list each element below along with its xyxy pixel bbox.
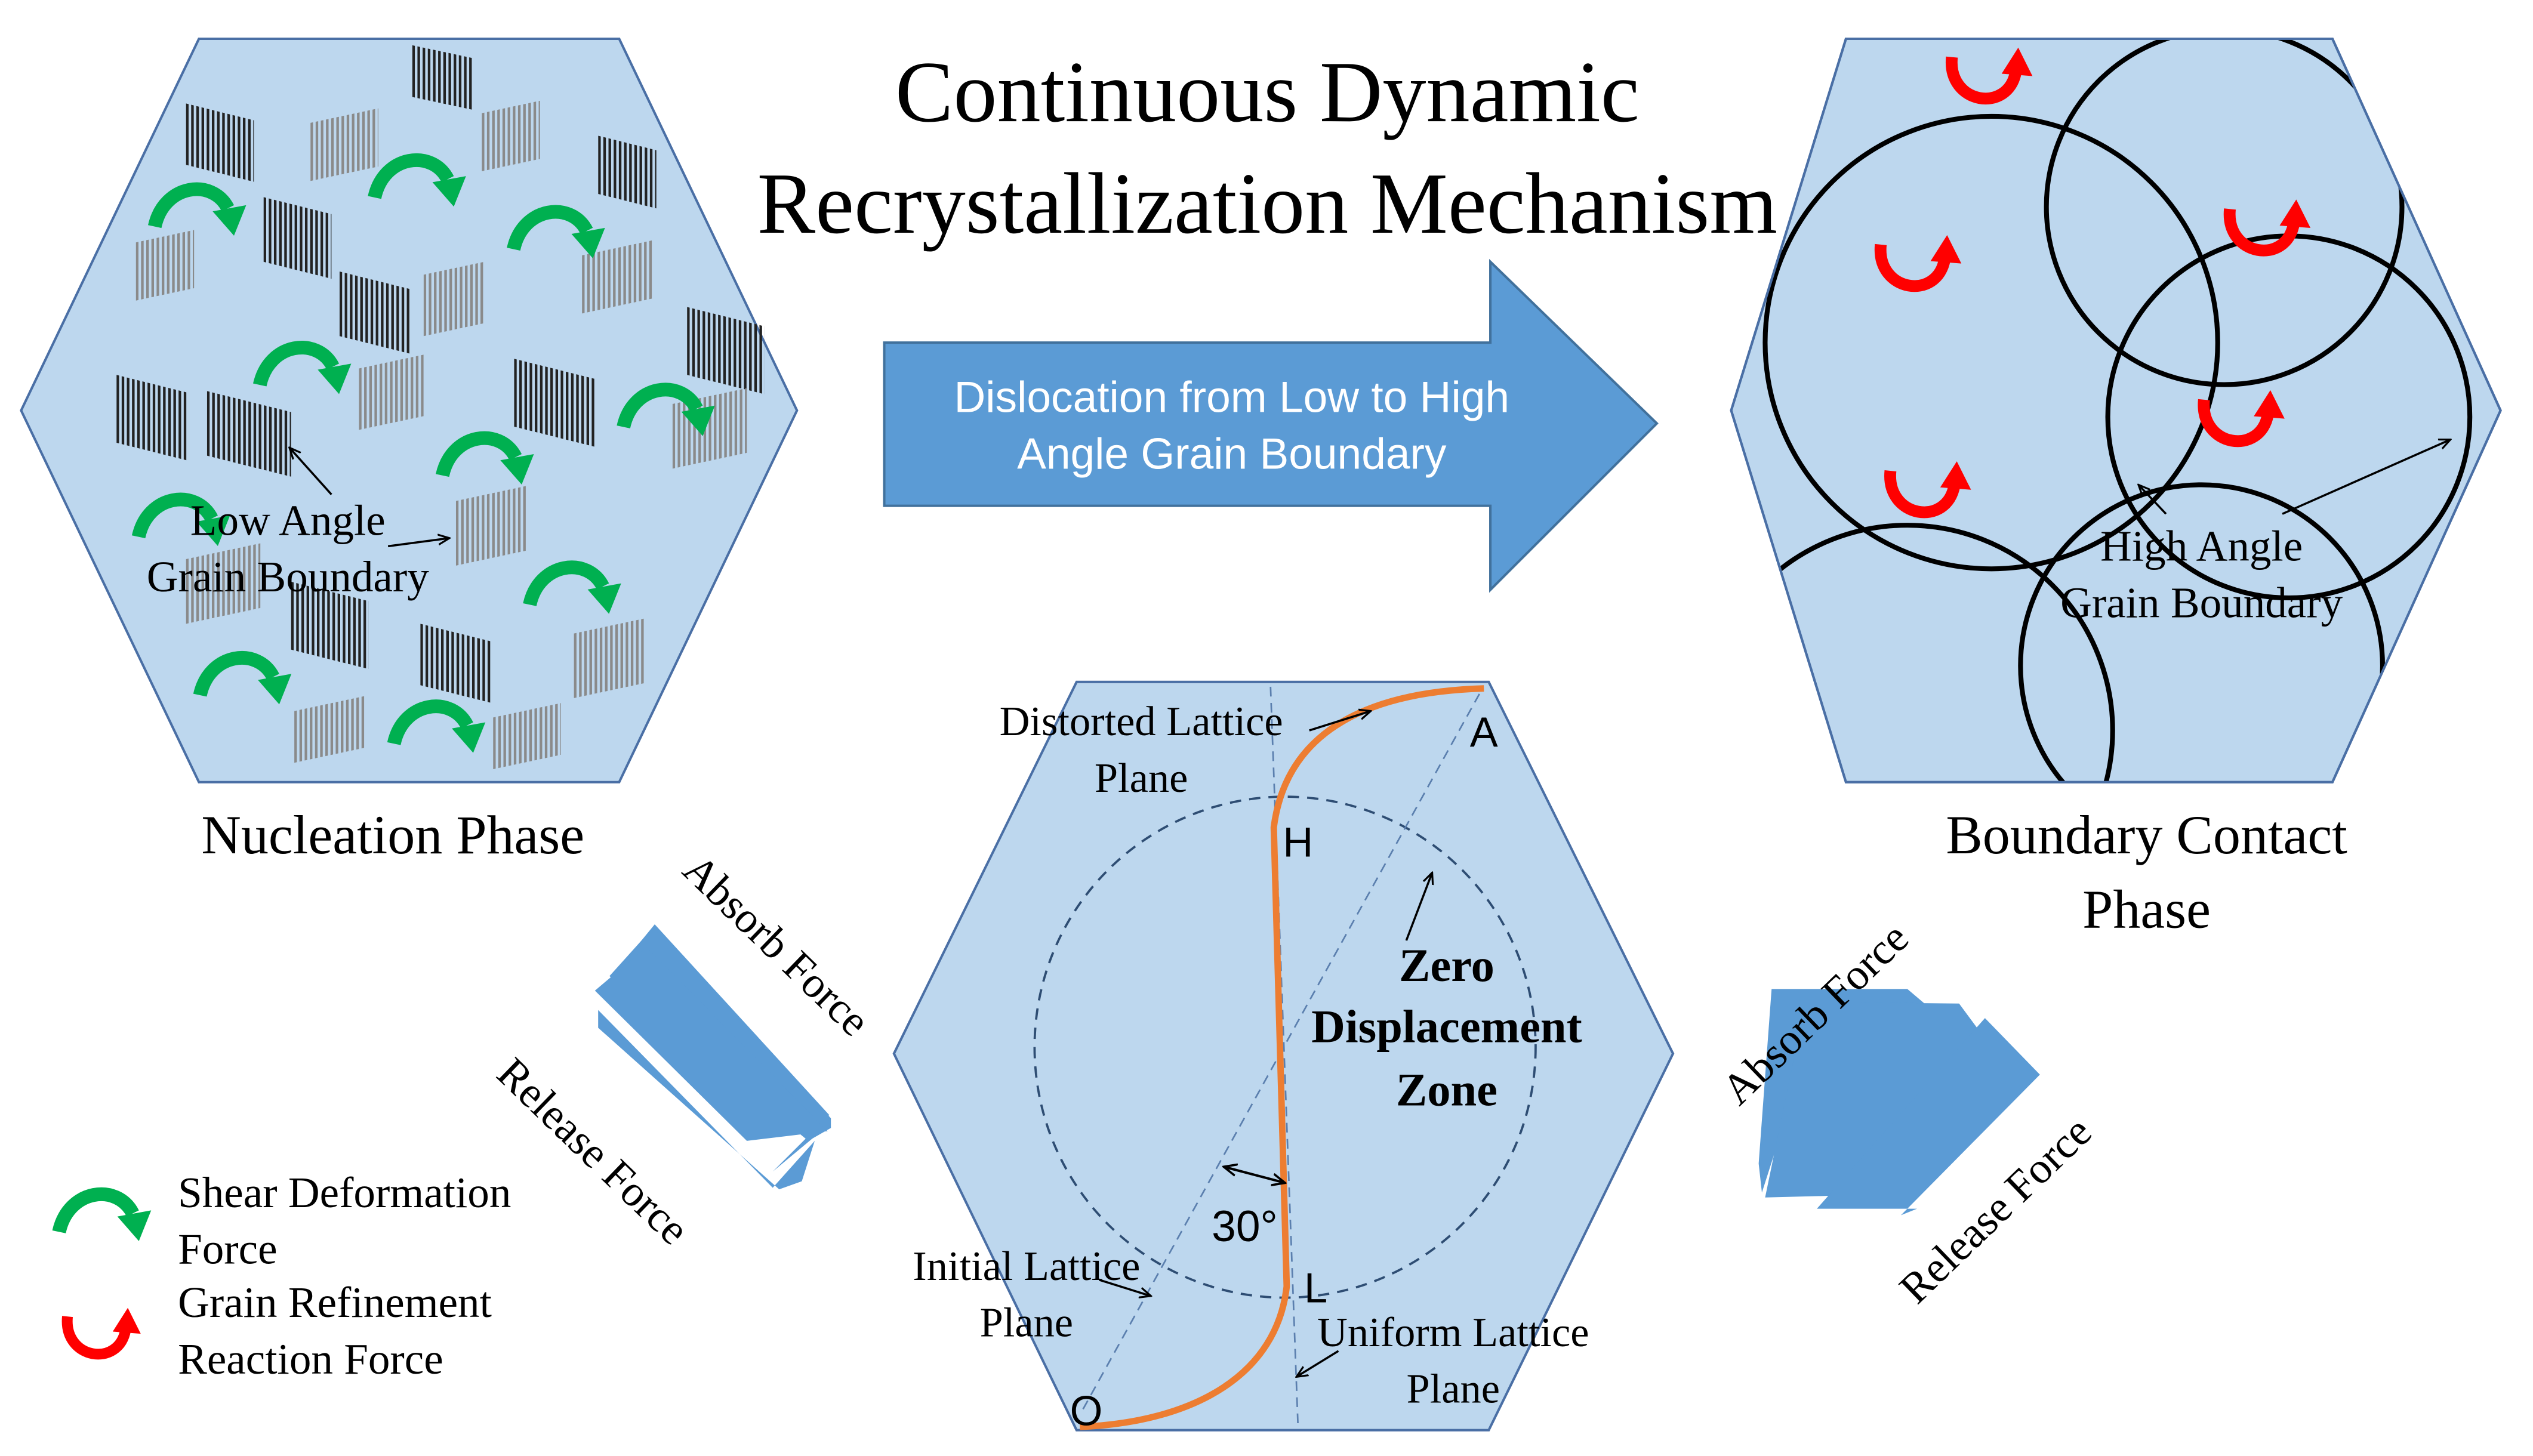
point-a-label: A [1470,708,1498,755]
grain-block [207,391,291,477]
grain-block [482,100,540,172]
legend: Shear Deformation Force Grain Refinement… [59,1168,511,1383]
grain-block [687,307,765,394]
nucleation-hexagon: Low Angle Grain Boundary Nucleation Phas… [20,37,799,865]
nucleation-phase-caption: Nucleation Phase [201,804,584,865]
grain-block [423,261,485,337]
grain-block [294,696,366,763]
high-angle-grain-boundary-label: High Angle Grain Boundary [2060,440,2451,627]
refinement-legend-icon [67,1308,141,1355]
grain-boundary [2044,38,2405,387]
point-o-label: O [1070,1387,1103,1435]
low-angle-grain-boundary-label: Low Angle Grain Boundary [147,448,449,601]
grain-block [186,103,254,182]
boundary-contact-caption-line-1: Boundary Contact [1946,804,2347,865]
distorted-lattice-label: Distorted Lattice Plane [1000,698,1371,801]
zone-line-1: Zero [1399,939,1494,991]
legend-refine-line-2: Reaction Force [178,1335,443,1383]
angle-indicator [1224,1167,1285,1183]
dislocation-arrow: Dislocation from Low to High Angle Grain… [883,258,1659,593]
grain-block [186,543,261,624]
distorted-lattice-line-1: Distorted Lattice [1000,698,1283,745]
grain-block [455,486,528,566]
grain-block [598,135,657,209]
grain-block [263,197,332,279]
grain-block [116,375,188,461]
uniform-lattice-label: Uniform Lattice Plane [1296,1309,1589,1412]
grain-block [339,271,411,354]
diagram-title: Continuous Dynamic Recrystallization Mec… [757,44,1777,252]
high-angle-label-line-2: Grain Boundary [2060,578,2343,627]
uniform-lattice-line-2: Plane [1407,1366,1500,1412]
legend-refine-line-1: Grain Refinement [178,1278,492,1327]
grain-block [514,359,595,447]
grain-block [412,45,474,110]
point-l-label: L [1304,1264,1327,1312]
distorted-lattice-line-2: Plane [1095,755,1188,801]
zero-displacement-zone-label: Zero Displacement Zone [1311,872,1582,1115]
boundary-contact-caption-line-2: Phase [2082,878,2211,939]
legend-shear-line-1: Shear Deformation [178,1168,511,1217]
shear-legend-icon [59,1194,151,1241]
zone-line-2: Displacement [1311,1001,1582,1053]
initial-lattice-label: Initial Lattice Plane [913,1243,1151,1346]
zone-line-3: Zone [1396,1063,1497,1115]
left-release-force-label: Release Force [488,1048,699,1254]
low-angle-label-line-2: Grain Boundary [147,553,430,601]
grain-block [420,624,492,703]
grain-block [135,230,195,301]
title-line-2: Recrystallization Mechanism [757,155,1777,252]
dislocation-arrow-line-1: Dislocation from Low to High [954,374,1510,422]
grain-block [574,618,645,698]
uniform-lattice-line-1: Uniform Lattice [1317,1309,1589,1356]
dislocation-arrow-line-2: Angle Grain Boundary [1017,430,1447,478]
title-line-1: Continuous Dynamic [895,44,1640,140]
uniform-lattice-guide [1269,686,1299,1427]
initial-lattice-line-2: Plane [980,1300,1073,1346]
legend-shear-line-2: Force [178,1225,277,1273]
boundary-contact-hexagon: High Angle Grain Boundary Boundary Conta… [1730,37,2502,939]
angle-label: 30° [1212,1202,1278,1251]
high-angle-label-line-1: High Angle [2100,522,2303,570]
distorted-lattice-curve [1079,685,1484,1430]
point-h-label: H [1283,818,1313,865]
low-angle-label-line-1: Low Angle [190,496,386,544]
low-angle-grain-blocks [116,45,765,770]
right-exchange-arrows: Absorb Force Release Force [1712,913,2101,1312]
grain-block [582,240,654,314]
grain-block [310,108,378,181]
grain-boundary [2018,482,2386,782]
grain-block [359,354,424,430]
grain-block [493,703,561,770]
grain-boundary [1762,113,2220,572]
grain-boundary [1731,523,2115,782]
zero-displacement-hexagon: 30° A H L O Distorted Lattice Plane Init… [892,680,1675,1435]
grain-block [291,581,369,670]
initial-lattice-line-1: Initial Lattice [913,1243,1140,1290]
left-exchange-arrows: Absorb Force Release Force [488,845,879,1254]
